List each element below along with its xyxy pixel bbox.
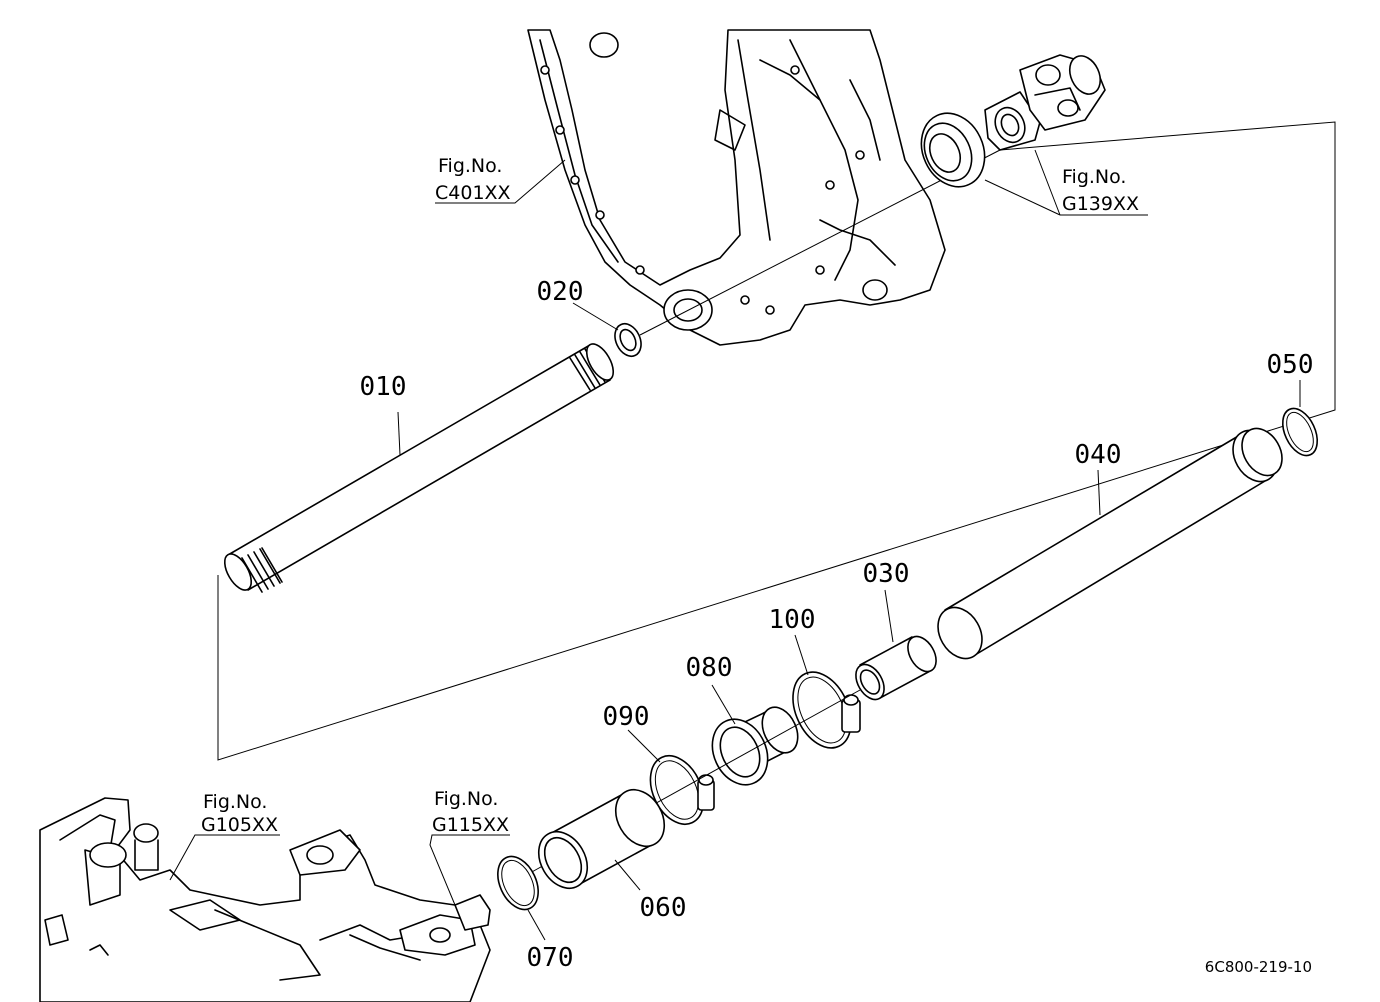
figref-g105xx-caption: Fig.No. (203, 791, 267, 813)
figref-g115xx-caption: Fig.No. (434, 788, 498, 810)
label-070[interactable]: 070 (527, 943, 574, 973)
snap-ring-020[interactable] (610, 320, 646, 361)
leader-lines (169, 149, 1301, 941)
label-100[interactable]: 100 (769, 605, 816, 635)
figref-c401xx-caption: Fig.No. (438, 155, 502, 177)
o-ring-050[interactable] (1276, 403, 1324, 461)
housing-g105xx[interactable] (39, 797, 491, 1002)
label-080[interactable]: 080 (686, 653, 733, 683)
label-020[interactable]: 020 (537, 277, 584, 307)
shaft-010[interactable] (219, 340, 618, 595)
label-010[interactable]: 010 (360, 372, 407, 402)
hose-clamp-090[interactable] (640, 747, 715, 833)
hose-clamp-100[interactable] (782, 663, 863, 757)
figref-g115xx-number[interactable]: G115XX (432, 814, 509, 836)
sleeve-080[interactable] (702, 701, 805, 793)
label-030[interactable]: 030 (863, 559, 910, 589)
figref-g139xx-caption: Fig.No. (1062, 166, 1126, 188)
oil-seal[interactable] (910, 103, 996, 197)
o-ring-070[interactable] (490, 850, 546, 916)
label-050[interactable]: 050 (1267, 350, 1314, 380)
drawing-code: 6C800-219-10 (1205, 958, 1312, 976)
figref-g105xx-number[interactable]: G105XX (201, 814, 278, 836)
label-040[interactable]: 040 (1075, 440, 1122, 470)
figref-g139xx-number[interactable]: G139XX (1062, 193, 1139, 215)
tube-040[interactable] (929, 421, 1290, 666)
housing-c401xx[interactable] (527, 29, 946, 346)
assembly-path-line (217, 121, 1336, 761)
coupling-030[interactable] (850, 632, 942, 705)
label-060[interactable]: 060 (640, 893, 687, 923)
sleeve-060[interactable] (529, 781, 674, 897)
figref-c401xx-number[interactable]: C401XX (435, 182, 511, 204)
label-090[interactable]: 090 (603, 702, 650, 732)
universal-joint[interactable] (984, 51, 1106, 151)
